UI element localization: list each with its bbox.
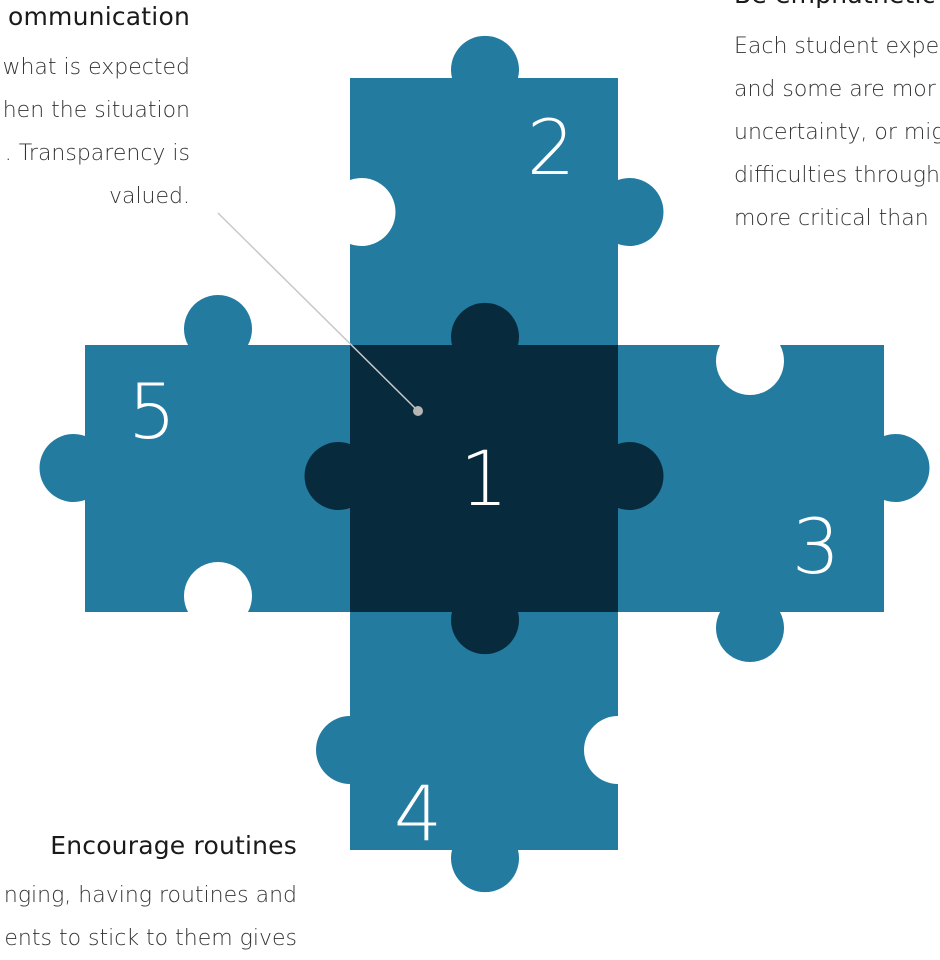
puzzle-piece-3 [616, 345, 930, 662]
piece-number-5: 5 [128, 367, 176, 456]
callout-communication-line: . Transparency is [4, 141, 190, 166]
callout-empathetic-line: difficulties through [734, 163, 940, 188]
callout-routines-title: Encourage routines [50, 831, 297, 860]
callout-empathetic-line: uncertainty, or mig [734, 120, 940, 145]
piece-number-3: 3 [792, 502, 840, 591]
callout-communication-line: hen the situation [2, 98, 190, 123]
puzzle-piece-2 [350, 35, 664, 346]
callout-leader-line [217, 212, 419, 412]
callout-routines-line: nging, having routines and [3, 883, 297, 908]
callout-empathetic-line: Each student expe [734, 34, 940, 59]
callout-empathetic-line: more critical than [734, 206, 929, 231]
callout-routines-line: ents to stick to them gives [4, 926, 297, 951]
piece-number-1: 1 [460, 434, 508, 523]
piece-number-2: 2 [527, 103, 575, 192]
callout-empathetic-line: and some are mor [734, 77, 936, 102]
callout-communication-line: what is expected [2, 55, 191, 80]
puzzle-piece-4 [316, 612, 618, 893]
puzzle-piece-1 [304, 302, 664, 655]
puzzle-piece-5 [39, 294, 353, 612]
callout-empathetic-title: Be emphathetic [734, 0, 936, 9]
piece-number-4: 4 [394, 769, 442, 858]
callout-leader-dot [413, 406, 423, 416]
callout-communication-title: ommunication [8, 2, 190, 31]
callout-communication-line: valued. [108, 184, 190, 209]
